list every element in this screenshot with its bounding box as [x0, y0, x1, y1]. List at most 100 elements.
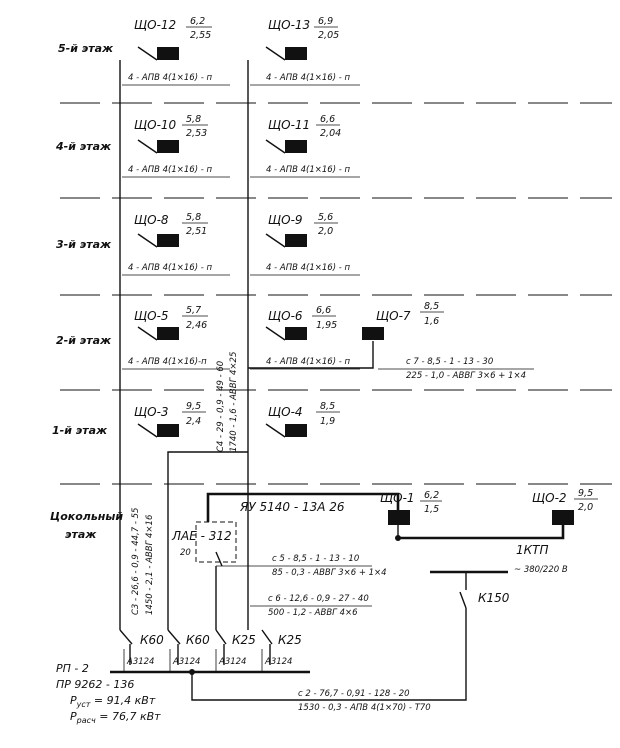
- c7-top-label: с 7 - 8,5 - 1 - 13 - 30: [406, 357, 493, 367]
- panel-schO-6: ЩО-6 6,6 1,95: [265, 305, 337, 341]
- line-c2: [191, 608, 467, 701]
- floor-separators: [60, 102, 612, 485]
- c2-top-label: с 2 - 76,7 - 0,91 - 128 - 20: [298, 689, 410, 699]
- svg-text:5,8: 5,8: [186, 212, 201, 223]
- svg-text:2,0: 2,0: [318, 226, 333, 237]
- floor-label-2: 2-й этаж: [56, 334, 112, 347]
- panel-schO-2: ЩО-2 9,5 2,0: [532, 488, 598, 525]
- rp-p-installed: Pуст = 91,4 кВт: [70, 694, 156, 709]
- panel-schO-13: ЩО-13 6,9 2,05: [265, 16, 339, 61]
- svg-text:ЩО-4: ЩО-4: [268, 405, 303, 419]
- panel-schO-7: ЩО-7 8,5 1,6: [362, 301, 444, 340]
- panel-schO-9: ЩО-9 5,6 2,0: [265, 212, 338, 248]
- svg-text:1,95: 1,95: [316, 320, 337, 331]
- svg-text:А3124: А3124: [264, 657, 292, 667]
- svg-text:2,0: 2,0: [578, 502, 593, 513]
- svg-text:К60: К60: [186, 633, 210, 647]
- svg-text:9,5: 9,5: [578, 488, 593, 499]
- lae-amp-label: 20: [180, 548, 191, 558]
- svg-text:6,9: 6,9: [318, 16, 333, 27]
- voltage-label: ~ 380/220 В: [514, 565, 568, 575]
- svg-text:6,2: 6,2: [424, 490, 439, 501]
- panel-schO-10: ЩО-10 5,8 2,53: [134, 114, 208, 154]
- panel-schO-4: ЩО-4 8,5 1,9: [265, 401, 340, 438]
- c4-bottom-label: 1740 - 1,6 - АВВГ 4×25: [229, 352, 239, 452]
- panel-schO-5: ЩО-5 5,7 2,46: [134, 305, 208, 341]
- svg-text:5,7: 5,7: [186, 305, 201, 316]
- lae-label: ЛАЕ - 312: [171, 529, 232, 543]
- svg-text:А3124: А3124: [126, 657, 154, 667]
- svg-text:1,9: 1,9: [320, 416, 335, 427]
- svg-text:ЩО-10: ЩО-10: [134, 118, 177, 132]
- panel-schO-3: ЩО-3 9,5 2,4: [134, 401, 206, 438]
- svg-text:4 - АПВ 4(1×16) - п: 4 - АПВ 4(1×16) - п: [128, 263, 212, 273]
- c7-bottom-label: 225 - 1,0 - АВВГ 3×6 + 1×4: [406, 371, 526, 381]
- svg-text:ЩО-13: ЩО-13: [268, 18, 310, 32]
- basement-bus-right: [398, 525, 565, 540]
- svg-text:2,04: 2,04: [320, 128, 341, 139]
- floor-label-1: 1-й этаж: [52, 424, 108, 437]
- c6-bottom-label: 500 - 1,2 - АВВГ 4×6: [268, 608, 358, 618]
- svg-text:5,8: 5,8: [186, 114, 201, 125]
- svg-text:1,5: 1,5: [424, 504, 439, 515]
- floor-label-4: 4-й этаж: [55, 140, 112, 153]
- floor-label-basement: Цокольный: [50, 510, 123, 523]
- svg-text:8,5: 8,5: [320, 401, 335, 412]
- svg-text:2,05: 2,05: [318, 30, 339, 41]
- svg-text:4 - АПВ 4(1×16) - п: 4 - АПВ 4(1×16) - п: [266, 357, 350, 367]
- panel-schO-11: ЩО-11 6,6 2,04: [265, 114, 341, 154]
- c3-bottom-label: 1450 - 2,1 - АВВГ 4×16: [145, 514, 155, 615]
- svg-text:ЩО-5: ЩО-5: [134, 309, 169, 323]
- basement-bus: [206, 492, 400, 522]
- panel-schO-12: ЩО-12 6,2 2,55: [134, 16, 212, 61]
- k150-label: К150: [478, 591, 510, 605]
- svg-text:9,5: 9,5: [186, 401, 201, 412]
- svg-text:2,51: 2,51: [186, 226, 207, 237]
- svg-text:4 - АПВ 4(1×16) - п: 4 - АПВ 4(1×16) - п: [266, 165, 350, 175]
- svg-text:1,6: 1,6: [424, 316, 439, 327]
- lae-box: [195, 521, 237, 563]
- panel-schO-8: ЩО-8 5,8 2,51: [134, 212, 208, 248]
- svg-text:2,4: 2,4: [186, 416, 201, 427]
- svg-text:8,5: 8,5: [424, 301, 439, 312]
- c4-top-label: С4 - 29 - 0,9 - 49 - 60: [216, 361, 226, 452]
- svg-text:6,2: 6,2: [190, 16, 205, 27]
- floor-label-basement-2: этаж: [65, 528, 97, 541]
- floor-label-3: 3-й этаж: [56, 238, 112, 251]
- svg-text:4 - АПВ 4(1×16) - п: 4 - АПВ 4(1×16) - п: [128, 165, 212, 175]
- floor-cable-labels: 4 - АПВ 4(1×16) - п 4 - АПВ 4(1×16) - п …: [122, 73, 360, 370]
- ktp-label: 1КТП: [516, 543, 549, 557]
- c5-top-label: с 5 - 8,5 - 1 - 13 - 10: [272, 554, 359, 564]
- rp-model: ПР 9262 - 136: [56, 678, 134, 691]
- svg-text:5,6: 5,6: [318, 212, 333, 223]
- svg-text:6,6: 6,6: [316, 305, 331, 316]
- floor-label-5: 5-й этаж: [58, 42, 114, 55]
- svg-text:2,53: 2,53: [186, 128, 207, 139]
- c5-bottom-label: 85 - 0,3 - АВВГ 3×6 + 1×4: [272, 568, 387, 578]
- riser-left-feed: [167, 451, 248, 630]
- svg-text:К60: К60: [140, 633, 164, 647]
- ya-device-label: ЯУ 5140 - 13А 26: [239, 500, 345, 514]
- svg-text:ЩО-3: ЩО-3: [134, 405, 169, 419]
- svg-text:ЩО-8: ЩО-8: [134, 213, 169, 227]
- svg-text:4 - АПВ 4(1×16) - п: 4 - АПВ 4(1×16) - п: [266, 73, 350, 83]
- rp-name: РП - 2: [56, 662, 89, 675]
- svg-text:А3124: А3124: [172, 657, 200, 667]
- svg-text:ЩО-2: ЩО-2: [532, 491, 567, 505]
- c2-bottom-label: 1530 - 0,3 - АПВ 4(1×70) - Т70: [298, 703, 431, 713]
- svg-text:ЩО-11: ЩО-11: [268, 118, 310, 132]
- svg-text:ЩО-7: ЩО-7: [376, 309, 411, 323]
- svg-text:К25: К25: [232, 633, 256, 647]
- svg-text:К25: К25: [278, 633, 302, 647]
- rp-p-calculated: Pрасч = 76,7 кВт: [70, 710, 161, 725]
- svg-text:4 - АПВ 4(1×16) - п: 4 - АПВ 4(1×16) - п: [128, 73, 212, 83]
- c6-top-label: с 6 - 12,6 - 0,9 - 27 - 40: [268, 594, 369, 604]
- c3-top-label: С3 - 26,6 - 0,9 - 44,7 - 55: [131, 508, 141, 615]
- svg-text:2,46: 2,46: [186, 320, 207, 331]
- svg-text:2,55: 2,55: [190, 30, 211, 41]
- svg-text:4 - АПВ 4(1×16) - п: 4 - АПВ 4(1×16) - п: [266, 263, 350, 273]
- svg-text:ЩО-6: ЩО-6: [268, 309, 303, 323]
- svg-text:ЩО-9: ЩО-9: [268, 213, 303, 227]
- svg-text:4 - АПВ 4(1×16)-п: 4 - АПВ 4(1×16)-п: [128, 357, 207, 367]
